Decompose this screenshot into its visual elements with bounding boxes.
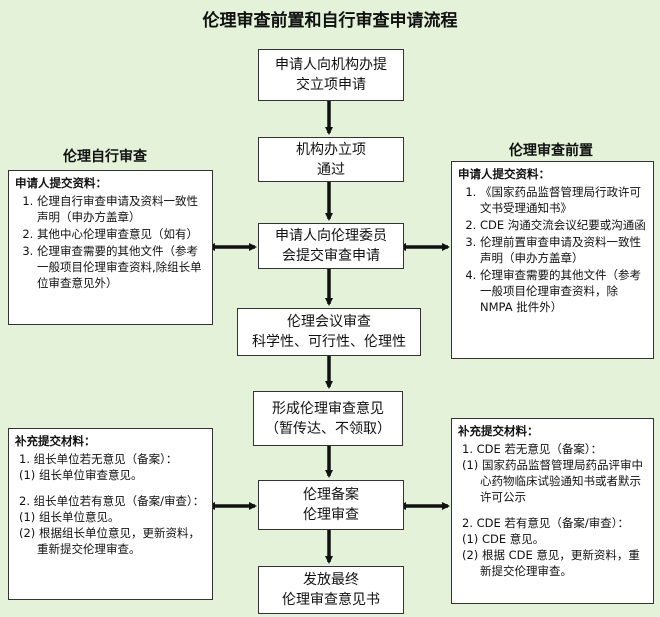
self-review-list: 伦理自行审查申请及资料一致性声明（申办方盖章） 其他中心伦理审查意见（如有） 伦… [15,193,206,291]
list-item: 2. CDE 若有意见（备案/审查）： [462,516,630,530]
list-item: (1) 组长单位审查意见。 [19,468,143,482]
leader-supplement-subhead: 补充提交材料： [15,434,96,448]
self-review-panel: 申请人提交资料： 伦理自行审查申请及资料一致性声明（申办方盖章） 其他中心伦理审… [8,170,213,325]
list-item: 《国家药品监督管理局行政许可文书受理通知书》 [480,184,647,216]
list-item: CDE 沟通交流会议纪要或沟通函 [480,217,647,233]
self-review-heading: 伦理自行审查 [63,149,147,165]
pre-review-subhead: 申请人提交资料： [458,167,550,181]
pre-review-panel: 申请人提交资料： 《国家药品监督管理局行政许可文书受理通知书》 CDE 沟通交流… [451,161,654,359]
list-item: 其他中心伦理审查意见（如有） [37,226,206,242]
flow-step-form-opinion: 形成伦理审查意见（暂传达、不领取） [253,391,403,446]
leader-supplement-panel: 补充提交材料： 1. 组长单位若无意见（备案）： (1) 组长单位审查意见。 2… [8,428,213,600]
flow-step-submit-project: 申请人向机构办提交立项申请 [258,49,404,101]
flow-step-ethics-filing: 伦理备案伦理审查 [258,480,404,530]
list-item: (1) 国家药品监督管理局药品评审中心药物临床试验通知书或者默示许可公示 [462,458,643,504]
list-item: 1. CDE 若无意见（备案）： [462,442,603,456]
self-review-subhead: 申请人提交资料： [15,176,107,190]
list-item: (2) 根据组长单位意见，更新资料，重新提交伦理审查。 [19,526,200,556]
pre-review-heading: 伦理审查前置 [509,143,593,159]
list-item: 伦理审查需要的其他文件（参考一般项目伦理审查资料，除 NMPA 批件外） [480,267,647,315]
flow-step-issue-opinion: 发放最终伦理审查意见书 [258,566,404,614]
spacer [458,505,647,515]
flow-step-submit-ethics: 申请人向伦理委员会提交审查申请 [258,223,404,269]
list-item: (1) CDE 意见。 [462,532,545,546]
list-item: 伦理自行审查申请及资料一致性声明（申办方盖章） [37,193,206,225]
spacer [15,483,206,493]
list-item: 1. 组长单位若无意见（备案）： [19,452,178,466]
list-item: (2) 根据 CDE 意见，更新资料，重新提交伦理审查。 [462,548,640,578]
flow-step-project-approved: 机构办立项通过 [258,137,404,182]
pre-review-list: 《国家药品监督管理局行政许可文书受理通知书》 CDE 沟通交流会议纪要或沟通函 … [458,184,647,315]
flow-step-ethics-meeting: 伦理会议审查科学性、可行性、伦理性 [237,308,421,356]
diagram-title: 伦理审查前置和自行审查申请流程 [202,11,458,31]
list-item: 2. 组长单位若有意见（备案/审查）： [19,494,205,508]
list-item: (1) 组长单位意见。 [19,510,120,524]
list-item: 伦理前置审查申请及资料一致性声明（申办方盖章） [480,234,647,266]
cde-supplement-subhead: 补充提交材料： [458,424,539,438]
cde-supplement-panel: 补充提交材料： 1. CDE 若无意见（备案）： (1) 国家药品监督管理局药品… [451,418,654,604]
list-item: 伦理审查需要的其他文件（参考一般项目伦理审查资料,除组长单位审查意见外） [37,243,206,291]
